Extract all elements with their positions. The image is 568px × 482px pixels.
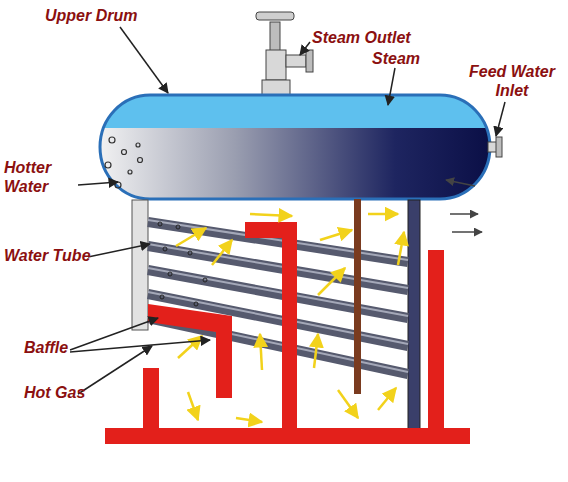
part-label: Steam Outlet (312, 28, 442, 47)
bubble (138, 158, 143, 163)
gas-arrow (446, 180, 475, 186)
front-header (132, 200, 148, 330)
part-label: Hotter Water (4, 158, 76, 196)
baffles (105, 222, 470, 444)
bubble (136, 143, 140, 147)
gas-arrow (212, 240, 232, 265)
gas-arrow (398, 232, 404, 265)
bubble (128, 170, 132, 174)
tube-highlight (148, 220, 408, 260)
gas-arrow (314, 334, 318, 368)
furnace-base (105, 428, 470, 444)
leader-line (78, 182, 118, 185)
bubble (194, 302, 198, 306)
bubble (176, 225, 180, 229)
upper-drum (100, 95, 490, 199)
part-label: Upper Drum (45, 6, 175, 25)
gas-arrow (188, 392, 198, 420)
downcomer-pipe (354, 199, 361, 394)
gas-arrow (450, 213, 478, 215)
valve-body (266, 50, 286, 80)
tube-highlight (148, 244, 408, 288)
bubble (203, 278, 207, 282)
leader-line (120, 27, 168, 93)
part-label: Steam (372, 49, 442, 68)
furnace-wall (428, 250, 444, 430)
valve-flange (306, 50, 313, 72)
bubble (160, 295, 164, 299)
gas-arrow (368, 213, 398, 216)
leader-line (78, 346, 152, 394)
part-label: Baffle (24, 338, 104, 357)
water-tubes (148, 220, 408, 374)
bubble (158, 222, 162, 226)
gas-flow-arrows (176, 214, 404, 422)
water-bubbles (105, 137, 143, 188)
gas-arrow (338, 390, 358, 418)
drum-contents (95, 90, 495, 203)
baffle (148, 304, 232, 398)
gas-arrow (260, 334, 262, 370)
part-label: Hot Gas (24, 383, 114, 402)
water-space (95, 128, 495, 203)
bubble (105, 162, 111, 168)
gas-arrow (378, 388, 396, 410)
leader-line (388, 68, 395, 105)
gas-arrow (250, 214, 292, 216)
tube-highlight (148, 268, 408, 316)
bubble (168, 272, 172, 276)
bubble (109, 137, 115, 143)
bubble (163, 247, 167, 251)
water-tube (148, 246, 408, 290)
valve-stem (270, 22, 280, 52)
exit-gas-arrows (446, 180, 482, 232)
gas-arrow (176, 228, 206, 246)
gas-arrow (320, 230, 352, 240)
leader-line (88, 244, 150, 257)
leader-lines (70, 27, 505, 394)
gas-arrow (452, 231, 482, 233)
furnace-wall (143, 368, 159, 430)
gas-arrow (178, 336, 202, 358)
leader-line (300, 42, 310, 55)
leader-line (70, 340, 210, 352)
part-label: Feed Water Inlet (462, 62, 562, 100)
gas-arrow (318, 268, 345, 295)
gas-arrow (236, 418, 262, 422)
baffle (282, 222, 297, 432)
valve-outlet-pipe (286, 55, 306, 67)
inlet-flange (496, 137, 502, 157)
leader-line (496, 102, 505, 136)
rear-header (408, 200, 420, 430)
part-label: Water Tube (4, 246, 114, 265)
bubble (122, 150, 127, 155)
bubble (188, 251, 192, 255)
valve-handwheel (256, 12, 294, 20)
